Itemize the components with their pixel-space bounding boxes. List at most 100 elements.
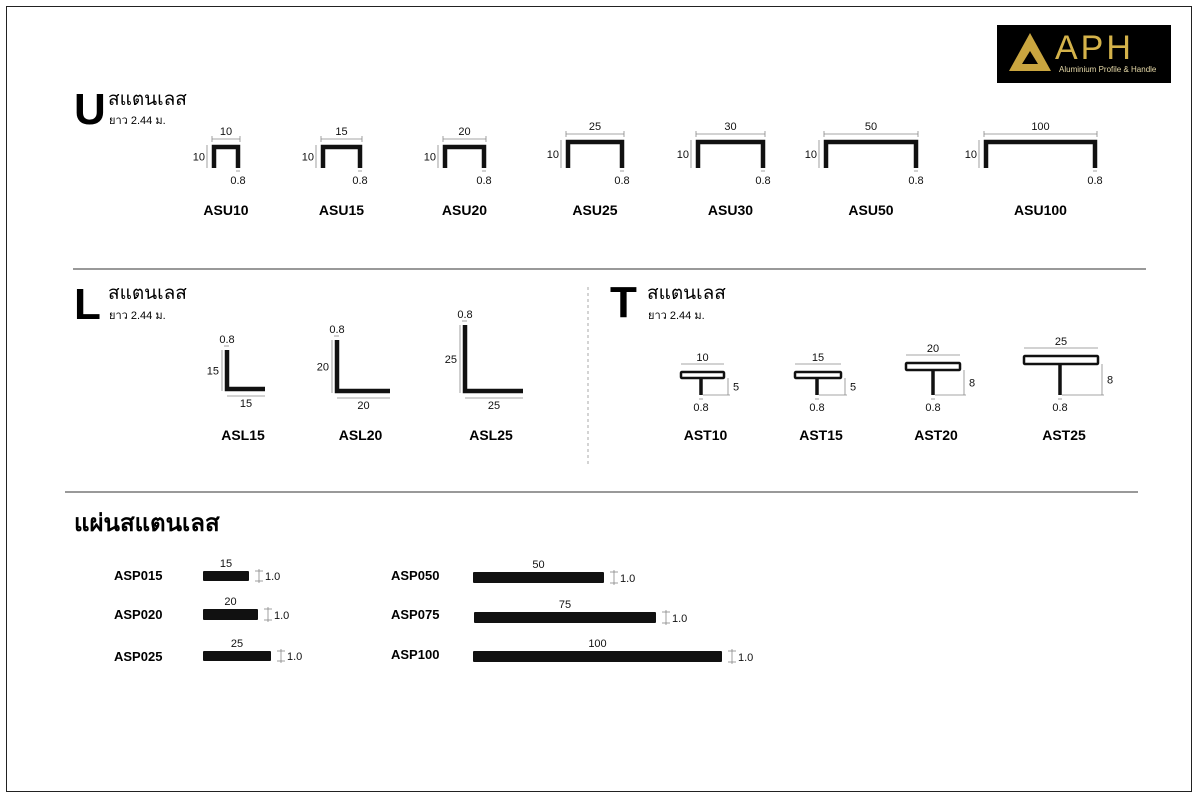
u-length: ยาว 2.44 ม. bbox=[109, 115, 166, 127]
product-code: ASP100 bbox=[391, 647, 440, 662]
product-code: ASL20 bbox=[338, 427, 383, 443]
product-code: ASU15 bbox=[318, 202, 365, 218]
product-code: ASU25 bbox=[572, 202, 618, 218]
product-code: ASP020 bbox=[114, 607, 163, 622]
l-title: สแตนเลส bbox=[108, 283, 187, 304]
product-code: ASU100 bbox=[1014, 202, 1067, 218]
product-code: ASU20 bbox=[441, 202, 488, 218]
product-code: AST15 bbox=[799, 427, 843, 443]
product-code: ASP050 bbox=[391, 568, 440, 583]
u-profile-shape bbox=[983, 139, 1098, 168]
l-profile-shape bbox=[462, 325, 523, 394]
dimension-label: 20 bbox=[317, 362, 329, 374]
dimension-label: 20 bbox=[927, 343, 939, 355]
t-length: ยาว 2.44 ม. bbox=[648, 310, 705, 322]
aph-logo: APH Aluminium Profile & Handle bbox=[997, 25, 1171, 83]
dimension-label: 15 bbox=[220, 558, 232, 570]
u-letter: U bbox=[74, 85, 106, 134]
logo-brand: APH bbox=[1055, 29, 1134, 67]
dimension-label: 1.0 bbox=[672, 613, 687, 625]
t-profile-top bbox=[1022, 354, 1100, 366]
plate-bar bbox=[203, 609, 258, 620]
dimension-label: 15 bbox=[812, 352, 824, 364]
plate-bar bbox=[203, 571, 249, 581]
u-title: สแตนเลส bbox=[108, 89, 187, 110]
dimension-label: 10 bbox=[424, 152, 436, 164]
dimension-label: 8 bbox=[1107, 375, 1113, 387]
dimension-label: 0.8 bbox=[925, 402, 940, 414]
product-code: ASP025 bbox=[114, 649, 163, 664]
product-code: ASL15 bbox=[221, 427, 265, 443]
dimension-label: 50 bbox=[865, 121, 877, 133]
dimension-label: 0.8 bbox=[457, 309, 472, 321]
t-letter: T bbox=[610, 278, 637, 327]
dimension-label: 0.8 bbox=[476, 175, 491, 187]
u-profile-shape bbox=[442, 144, 487, 168]
u-profile-shape bbox=[823, 139, 919, 168]
dimension-label: 0.8 bbox=[352, 175, 367, 187]
product-code: ASL25 bbox=[469, 427, 513, 443]
page-frame bbox=[6, 6, 1192, 792]
t-profile-top bbox=[904, 361, 962, 372]
l-letter: L bbox=[74, 280, 101, 329]
t-profile-top bbox=[679, 370, 726, 380]
dimension-label: 20 bbox=[357, 400, 369, 412]
dimension-label: 1.0 bbox=[265, 571, 280, 583]
dimension-label: 0.8 bbox=[693, 402, 708, 414]
dimension-label: 1.0 bbox=[287, 651, 302, 663]
dimension-label: 0.8 bbox=[1087, 175, 1102, 187]
dimension-label: 25 bbox=[445, 354, 457, 366]
dimension-label: 20 bbox=[224, 596, 236, 608]
dimension-label: 0.8 bbox=[908, 175, 923, 187]
product-code: AST25 bbox=[1042, 427, 1086, 443]
u-profile-shape bbox=[565, 139, 625, 168]
dimension-label: 25 bbox=[1055, 336, 1067, 348]
product-code: ASP015 bbox=[114, 568, 163, 583]
logo-tagline: Aluminium Profile & Handle bbox=[1059, 65, 1157, 74]
product-code: AST20 bbox=[914, 427, 958, 443]
product-code: ASU50 bbox=[848, 202, 894, 218]
dimension-label: 0.8 bbox=[809, 402, 824, 414]
product-code: AST10 bbox=[683, 427, 728, 443]
dimension-label: 10 bbox=[677, 149, 689, 161]
plate-bar bbox=[473, 651, 722, 662]
dimension-label: 8 bbox=[969, 378, 975, 390]
dimension-label: 5 bbox=[733, 382, 739, 394]
u-profile-shape bbox=[320, 144, 363, 168]
triangle-logo-icon bbox=[1009, 33, 1051, 71]
dimension-label: 10 bbox=[302, 152, 314, 164]
dimension-label: 10 bbox=[696, 352, 708, 364]
dimension-label: 75 bbox=[559, 599, 571, 611]
dimension-label: 5 bbox=[850, 382, 856, 394]
dimension-label: 0.8 bbox=[614, 175, 629, 187]
dimension-label: 1.0 bbox=[738, 652, 753, 664]
dimension-label: 10 bbox=[547, 149, 559, 161]
dimension-label: 0.8 bbox=[230, 175, 245, 187]
dimension-label: 0.8 bbox=[1052, 402, 1067, 414]
dimension-label: 20 bbox=[458, 126, 470, 138]
dimension-label: 25 bbox=[589, 121, 601, 133]
dimension-label: 25 bbox=[231, 638, 243, 650]
dimension-label: 50 bbox=[532, 559, 544, 571]
t-profile-top bbox=[793, 370, 843, 380]
dimension-label: 0.8 bbox=[219, 334, 234, 346]
dimension-label: 10 bbox=[193, 152, 205, 164]
dimension-label: 10 bbox=[220, 126, 232, 138]
plate-bar bbox=[203, 651, 271, 661]
plate-bar bbox=[473, 572, 604, 583]
product-code: ASU10 bbox=[203, 202, 249, 218]
t-title: สแตนเลส bbox=[647, 283, 726, 304]
dimension-label: 15 bbox=[335, 126, 347, 138]
u-profile-shape bbox=[211, 144, 241, 168]
dimension-label: 30 bbox=[724, 121, 736, 133]
u-profile-shape bbox=[695, 139, 766, 168]
dimension-label: 1.0 bbox=[620, 573, 635, 585]
dimension-label: 15 bbox=[240, 398, 252, 410]
product-code: ASU30 bbox=[707, 202, 754, 218]
dimension-label: 25 bbox=[488, 400, 500, 412]
plate-bar bbox=[474, 612, 656, 623]
l-profile-shape bbox=[224, 350, 265, 392]
dimension-label: 1.0 bbox=[274, 610, 289, 622]
